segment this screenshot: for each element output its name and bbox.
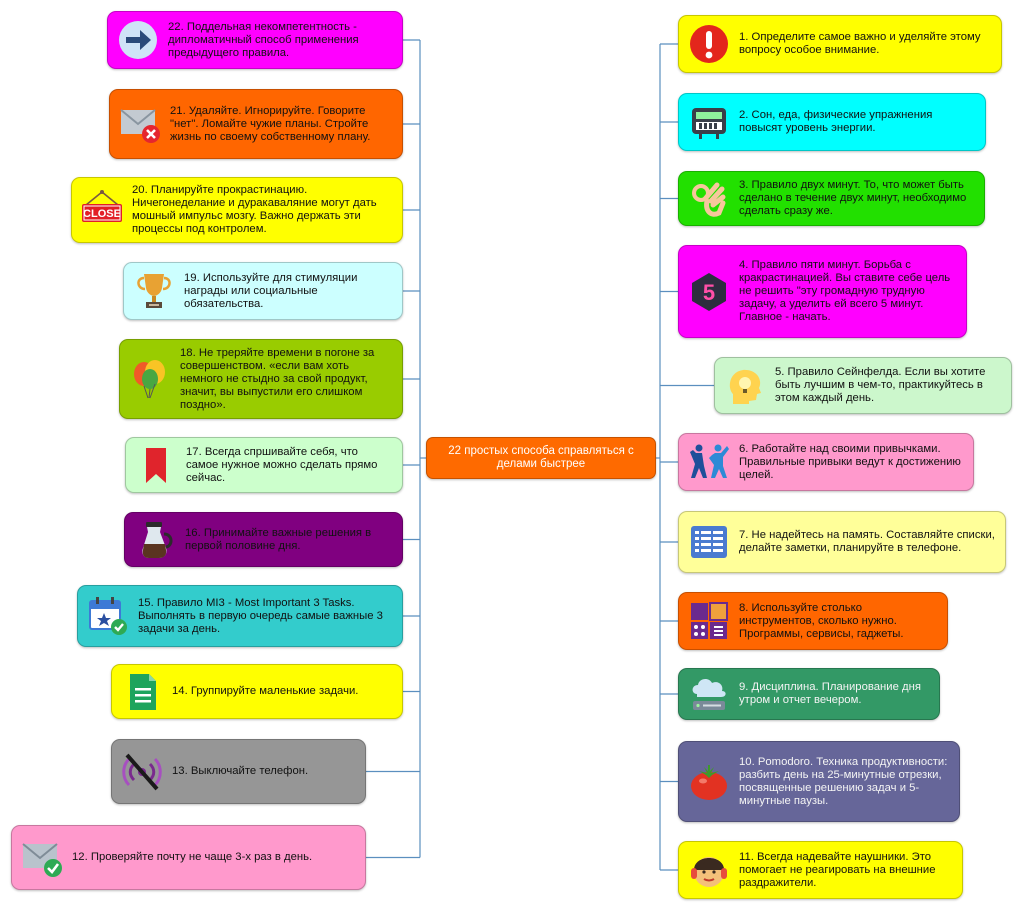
idea-head-icon [723,364,767,408]
topic-text-11: 11. Всегда надевайте наушники. Это помог… [739,850,936,889]
coffee-pot-icon [133,518,177,562]
topic-text-12: 12. Проверяйте почту не чаще 3-х раз в д… [72,851,313,863]
topic-node-21[interactable]: 21. Удаляйте. Игнорируйте. Говорите "нет… [109,89,403,159]
topic-node-19[interactable]: 19. Используйте для стимуляции награды и… [123,262,403,320]
spreadsheet-icon [120,670,164,714]
central-topic-label: 22 простых способа справляться с делами … [448,445,634,470]
topic-text-5: 5. Правило Сейнфелда. Если вы хотите быт… [775,366,986,404]
signal-off-icon [120,750,164,794]
balloons-icon [128,357,172,401]
topic-text-18: 18. Не треряйте времени в погоне за сове… [180,346,375,411]
topic-node-7[interactable]: 7. Не надейтесь на память. Составляйте с… [678,511,1006,573]
topic-node-15[interactable]: 15. Правило MI3 - Most Important 3 Tasks… [77,585,403,647]
topic-node-10[interactable]: 10. Pomodoro. Техника продуктивности: ра… [678,741,960,822]
cloud-server-icon [687,672,731,716]
mail-delete-icon [118,102,162,146]
arrow-right-icon [116,18,160,62]
tomato-icon [687,760,731,804]
topic-text-20: 20. Планируйте прокрастинацию. Ничегонед… [132,184,377,235]
topic-text-3: 3. Правило двух минут. То, что может быт… [739,179,967,217]
topic-node-6[interactable]: 6. Работайте над своими привычками. Прав… [678,433,974,491]
topic-node-5[interactable]: 5. Правило Сейнфелда. Если вы хотите быт… [714,357,1012,414]
exclamation-icon [687,22,731,66]
face-headphones-icon [687,848,731,892]
close-sign-text: CLOSE [83,208,121,220]
bookmark-icon [134,443,178,487]
topic-node-17[interactable]: 17. Всегда спршивайте себя, что самое ну… [125,437,403,493]
mail-check-icon [20,836,64,880]
topic-text-7: 7. Не надейтесь на память. Составляйте с… [739,529,995,554]
apps-icon [687,599,731,643]
topic-node-12[interactable]: 12. Проверяйте почту не чаще 3-х раз в д… [11,825,366,890]
topic-node-4[interactable]: 5 4. Правило пяти минут. Борьба с кракрас… [678,245,967,338]
topic-node-8[interactable]: 8. Используйте столько инструментов, ско… [678,592,948,650]
topic-node-16[interactable]: 16. Принимайте важные решения в первой п… [124,512,403,567]
topic-text-2: 2. Сон, еда, физические упражнения повыс… [739,109,933,134]
topic-node-3[interactable]: 3. Правило двух минут. То, что может быт… [678,171,985,226]
close-sign-icon: CLOSE [80,188,124,232]
topic-node-20[interactable]: CLOSE 20. Планируйте прокрастинацию. Ниче… [71,177,403,243]
calendar-check-icon [86,594,130,638]
topic-text-9: 9. Дисциплина. Планирование дня утром и … [739,681,921,706]
five-badge-icon: 5 [687,270,731,314]
topic-text-17: 17. Всегда спршивайте себя, что самое ну… [186,445,378,484]
list-icon [687,520,731,564]
topic-node-9[interactable]: 9. Дисциплина. Планирование дня утром и … [678,668,940,720]
topic-text-1: 1. Определите самое важно и уделяйте это… [739,31,981,56]
ok-hand-icon [687,177,731,221]
topic-text-8: 8. Используйте столько инструментов, ско… [739,601,904,640]
topic-node-13[interactable]: 13. Выключайте телефон. [111,739,366,804]
central-topic[interactable]: 22 простых способа справляться с делами … [426,437,656,479]
topic-node-14[interactable]: 14. Группируйте маленькие задачи. [111,664,403,719]
dancers-icon [687,440,731,484]
topic-text-10: 10. Pomodoro. Техника продуктивности: ра… [739,755,948,807]
svg-text:5: 5 [703,280,715,305]
topic-node-11[interactable]: 11. Всегда надевайте наушники. Это помог… [678,841,963,899]
battery-charger-icon [687,100,731,144]
topic-node-1[interactable]: 1. Определите самое важно и уделяйте это… [678,15,1002,73]
topic-text-6: 6. Работайте над своими привычками. Прав… [739,442,961,481]
topic-node-22[interactable]: 22. Поддельная некомпетентность - диплом… [107,11,403,69]
topic-text-21: 21. Удаляйте. Игнорируйте. Говорите "нет… [170,104,371,143]
topic-text-4: 4. Правило пяти минут. Борьба с кракраст… [739,259,951,323]
topic-node-18[interactable]: 18. Не треряйте времени в погоне за сове… [119,339,403,419]
topic-text-13: 13. Выключайте телефон. [172,765,309,777]
topic-text-19: 19. Используйте для стимуляции награды и… [184,271,358,310]
topic-text-14: 14. Группируйте маленькие задачи. [172,685,359,697]
topic-text-15: 15. Правило MI3 - Most Important 3 Tasks… [138,596,383,635]
topic-node-2[interactable]: 2. Сон, еда, физические упражнения повыс… [678,93,986,151]
trophy-icon [132,269,176,313]
topic-text-22: 22. Поддельная некомпетентность - диплом… [168,20,359,59]
topic-text-16: 16. Принимайте важные решения в первой п… [185,526,372,552]
